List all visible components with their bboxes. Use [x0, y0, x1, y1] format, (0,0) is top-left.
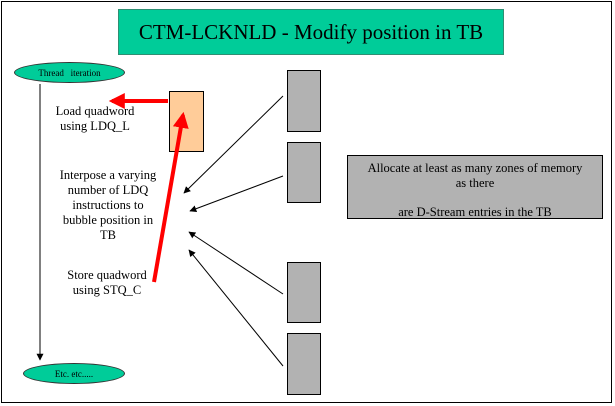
etc-oval: Etc. etc..... — [23, 363, 125, 384]
allocation-note: Allocate at least as many zones of memor… — [347, 155, 603, 219]
store-line-1: Store quadword — [67, 268, 147, 282]
memory-zone-3 — [287, 262, 321, 323]
interpose-line-3: instructions to — [72, 198, 144, 212]
memory-zone-2 — [287, 142, 321, 203]
note-line-2: are D-Stream entries in the TB — [398, 205, 552, 219]
slide-title-text: CTM-LCKNLD - Modify position in TB — [138, 19, 484, 44]
note-line-1b: as there — [455, 176, 495, 190]
memory-zone-1 — [287, 70, 321, 132]
memory-arrow-2 — [189, 175, 284, 213]
etc-label: Etc. etc..... — [54, 368, 94, 379]
store-line-2: using STQ_C — [72, 283, 142, 297]
note-line-1: Allocate at least as many zones of memor… — [367, 161, 583, 175]
slide-title: CTM-LCKNLD - Modify position in TB — [118, 9, 504, 55]
memory-arrow-4 — [188, 249, 284, 367]
interpose-line-4: bubble position in — [62, 213, 154, 227]
memory-zone-4 — [287, 333, 321, 395]
interpose-line-1: Interpose a varying — [59, 168, 157, 182]
red-store-arrow — [152, 111, 189, 283]
interpose-step-text: Interpose a varying number of LDQ instru… — [46, 168, 170, 243]
thread-iteration-label: Thread iteration — [38, 67, 101, 78]
interpose-line-2: number of LDQ — [67, 183, 149, 197]
memory-arrow-1 — [183, 95, 284, 194]
store-step-text: Store quadword using STQ_C — [54, 268, 160, 298]
thread-iteration-oval: Thread iteration — [14, 62, 125, 83]
interpose-line-5: TB — [100, 228, 116, 242]
load-line-2: using LDQ_L — [60, 119, 130, 133]
memory-arrow-3 — [188, 231, 284, 295]
